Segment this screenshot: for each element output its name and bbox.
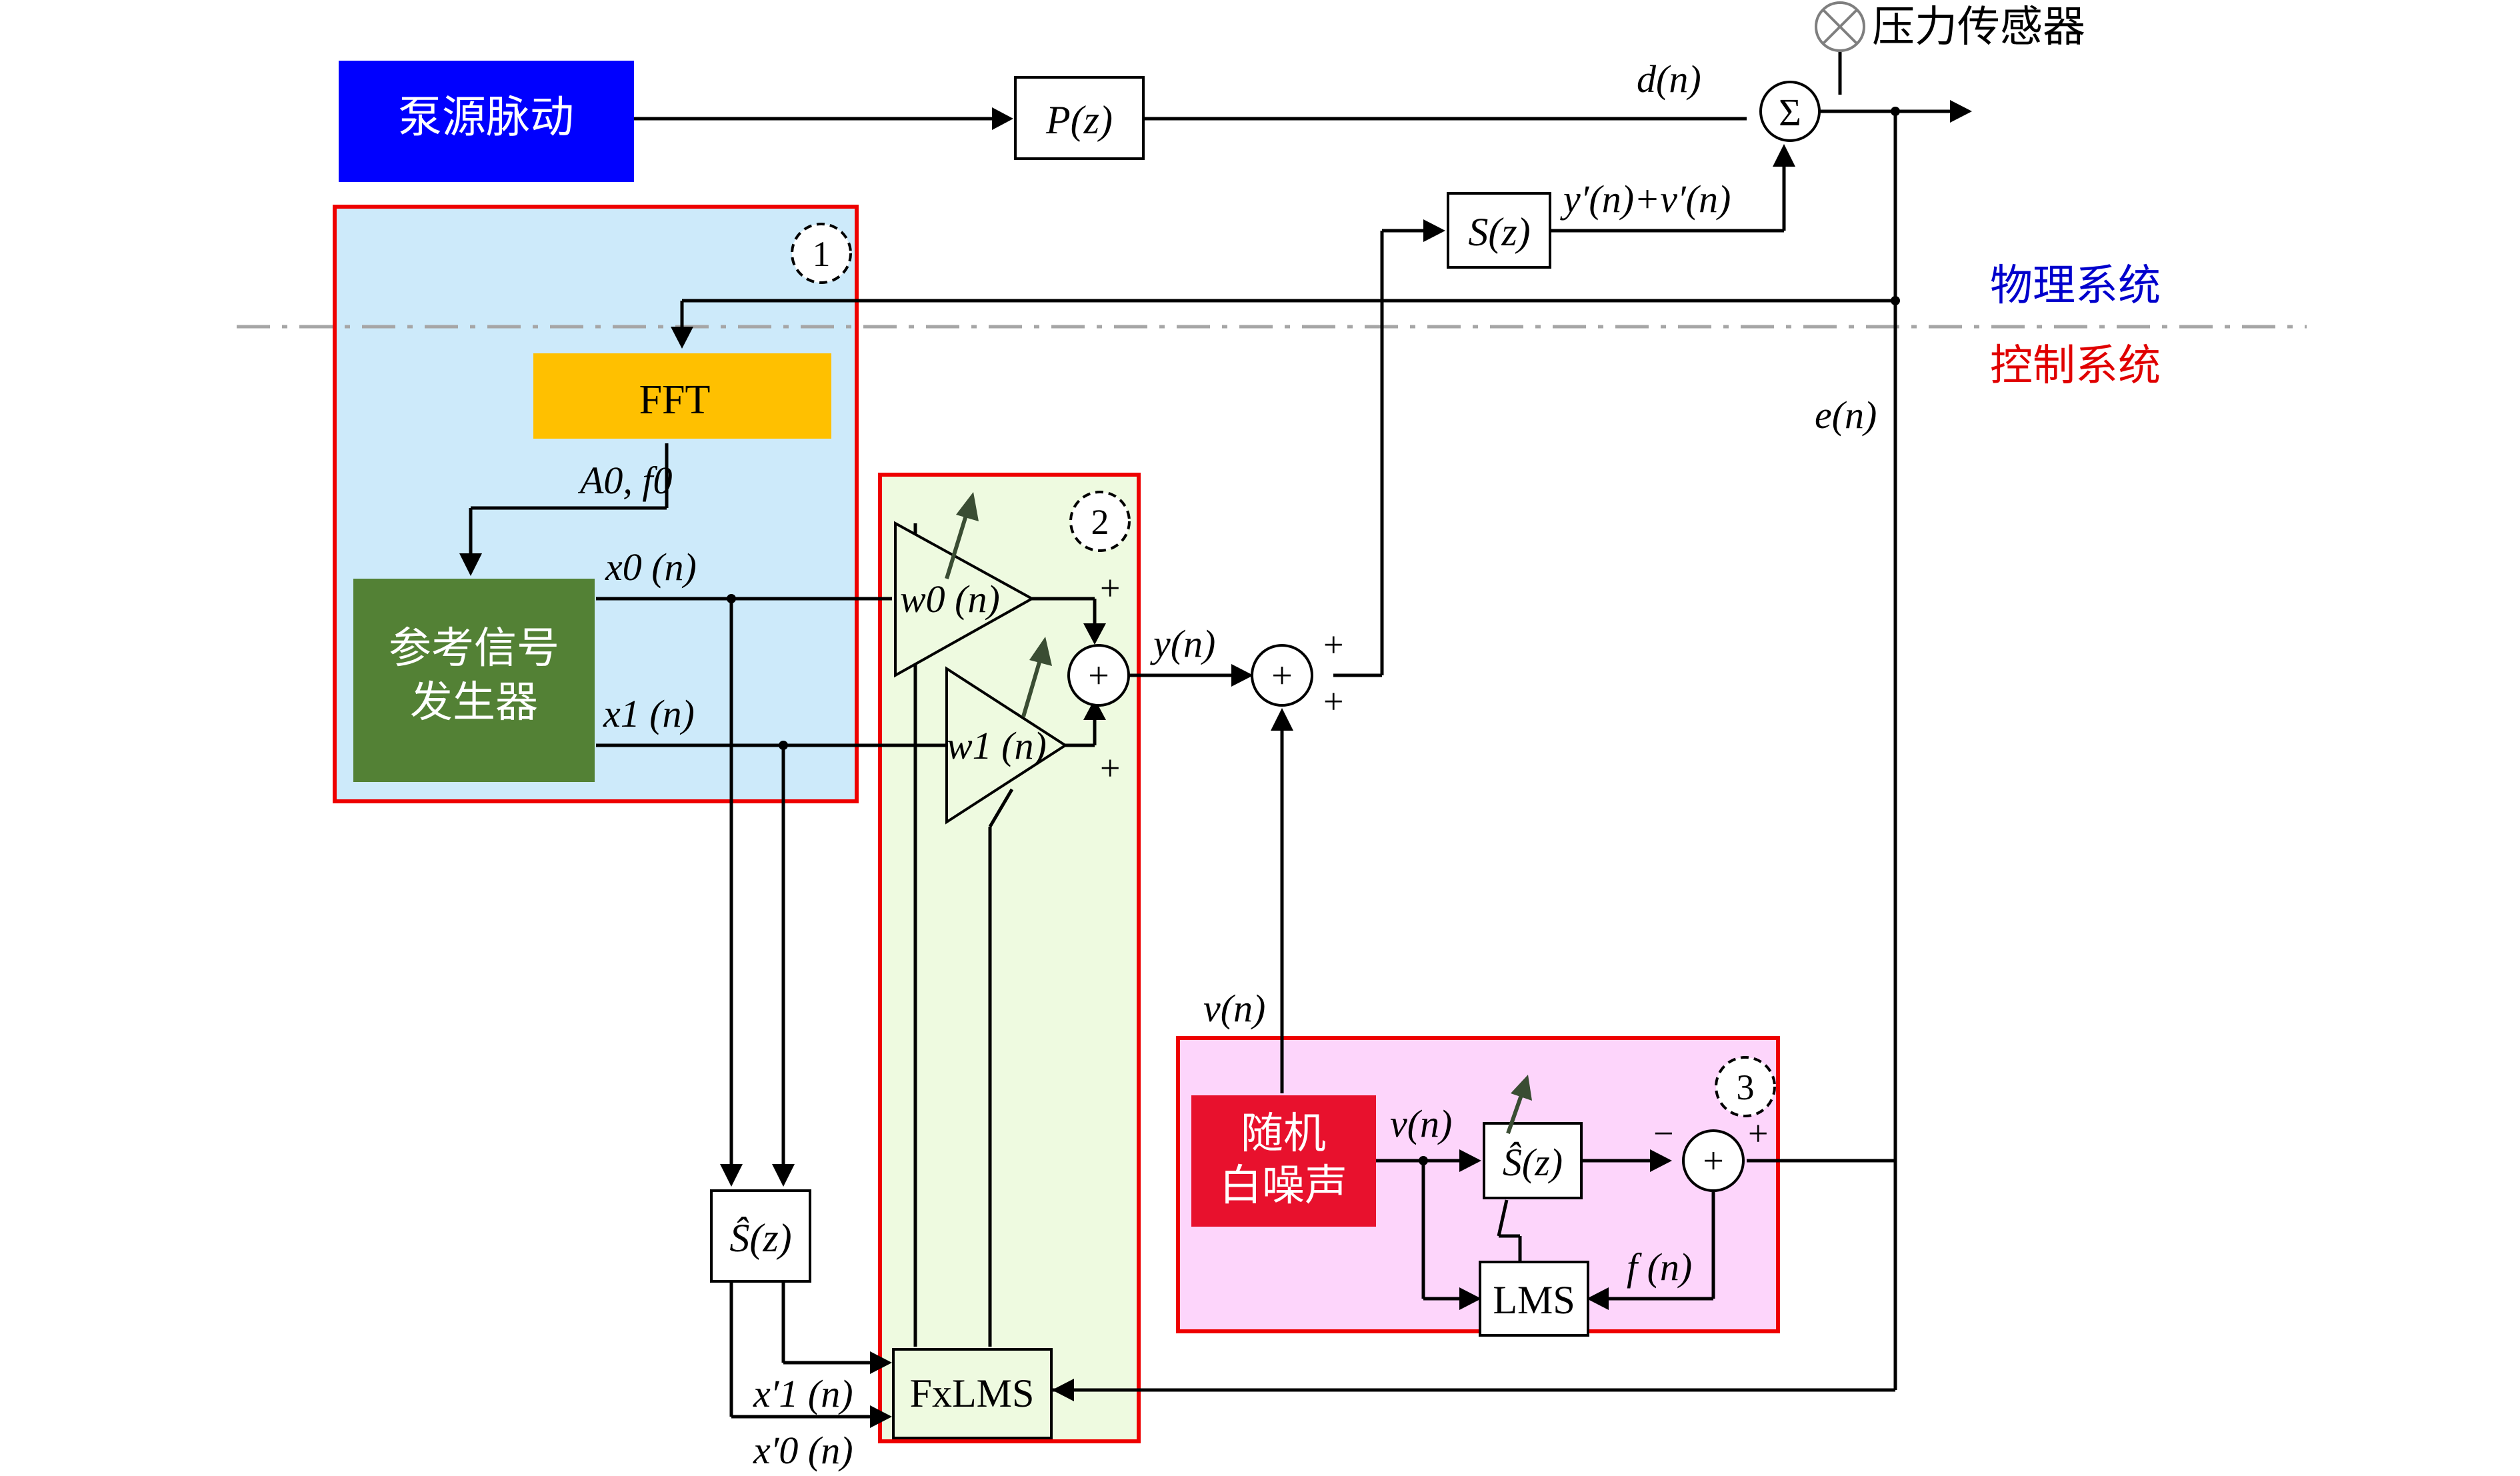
w0-n-label: w0 (n) [900, 577, 1000, 621]
physical-system-label: 物理系统 [1990, 262, 2161, 309]
x1-n-label: x1 (n) [603, 692, 695, 735]
sz-label: S(z) [1468, 210, 1530, 254]
error-sum-symbol: + [1703, 1141, 1724, 1182]
main-sum-symbol: Σ [1779, 91, 1801, 134]
noise-label-line2: 白噪声 [1219, 1162, 1347, 1209]
inner-sum-junction [1067, 644, 1130, 707]
outer-sum-plus-bottom: + [1323, 681, 1343, 721]
w1-n-label: w1 (n) [947, 724, 1047, 767]
f-n-label: f (n) [1627, 1245, 1692, 1289]
pz-label: P(z) [1045, 98, 1113, 142]
x1-prime-n-label: x′1 (n) [753, 1372, 853, 1415]
sz-block [1447, 192, 1551, 269]
random-white-noise-block [1191, 1095, 1376, 1227]
pressure-sensor-label: 压力传感器 [1872, 3, 2085, 51]
junction-dots [727, 107, 1900, 1165]
main-sum-junction [1759, 81, 1821, 142]
arrowheads [459, 100, 1972, 1428]
adaptation-arrows [945, 492, 1532, 1134]
sensor-cross-b [1822, 9, 1858, 45]
region-1-number: 1 [813, 234, 831, 274]
lms-label: LMS [1493, 1278, 1575, 1322]
error-sum-minus: − [1653, 1113, 1673, 1153]
a0-f0-label: A0, f0 [577, 459, 673, 502]
x0-prime-n-label: x′0 (n) [753, 1429, 853, 1472]
ref-gen-label-line2: 发生器 [410, 679, 538, 726]
ref-gen-label-line1: 参考信号 [389, 625, 559, 672]
region-3-badge [1715, 1056, 1776, 1117]
x0-n-label: x0 (n) [605, 545, 697, 589]
region-1-badge [791, 223, 852, 284]
shat-right-label: Ŝ(z) [1503, 1141, 1563, 1184]
outer-sum-plus-top: + [1323, 625, 1343, 665]
e-n-label: e(n) [1815, 393, 1877, 437]
outer-sum-symbol: + [1271, 655, 1293, 697]
error-sum-plus: + [1748, 1113, 1768, 1153]
signal-wires [469, 52, 1960, 1419]
pz-block [1014, 76, 1145, 160]
w1-filter-triangle [945, 666, 1068, 825]
lms-block [1479, 1261, 1589, 1337]
region-3-number: 3 [1737, 1067, 1755, 1107]
region-2-badge [1069, 491, 1131, 552]
shat-left-label: Ŝ(z) [729, 1216, 791, 1260]
pump-pulsation-label: 泵源脉动 [398, 93, 574, 142]
region-2-number: 2 [1091, 502, 1109, 542]
pump-pulsation-block [339, 61, 634, 182]
shat-right-block [1483, 1122, 1583, 1199]
outer-sum-junction [1251, 644, 1313, 707]
error-sum-junction [1682, 1129, 1745, 1192]
reference-signal-generator-block [353, 579, 595, 782]
inner-sum-symbol: + [1088, 655, 1109, 697]
inner-sum-plus-bottom: + [1100, 748, 1120, 788]
fxlms-label: FxLMS [910, 1371, 1035, 1415]
d-n-label: d(n) [1637, 57, 1701, 101]
fft-block [533, 353, 831, 439]
inner-sum-plus-top: + [1100, 568, 1120, 608]
fft-label: FFT [639, 377, 711, 423]
control-system-label: 控制系统 [1990, 342, 2161, 389]
shat-left-block [710, 1189, 811, 1283]
v-n-inner-label: v(n) [1390, 1102, 1452, 1145]
w0-filter-triangle [894, 521, 1035, 678]
y-n-label: y(n) [1150, 622, 1215, 665]
fxlms-block [892, 1348, 1053, 1439]
v-n-top-label: v(n) [1203, 987, 1265, 1030]
noise-label-line1: 随机 [1241, 1110, 1326, 1157]
y-plus-v-prime-label: y′(n)+v′(n) [1560, 177, 1731, 221]
